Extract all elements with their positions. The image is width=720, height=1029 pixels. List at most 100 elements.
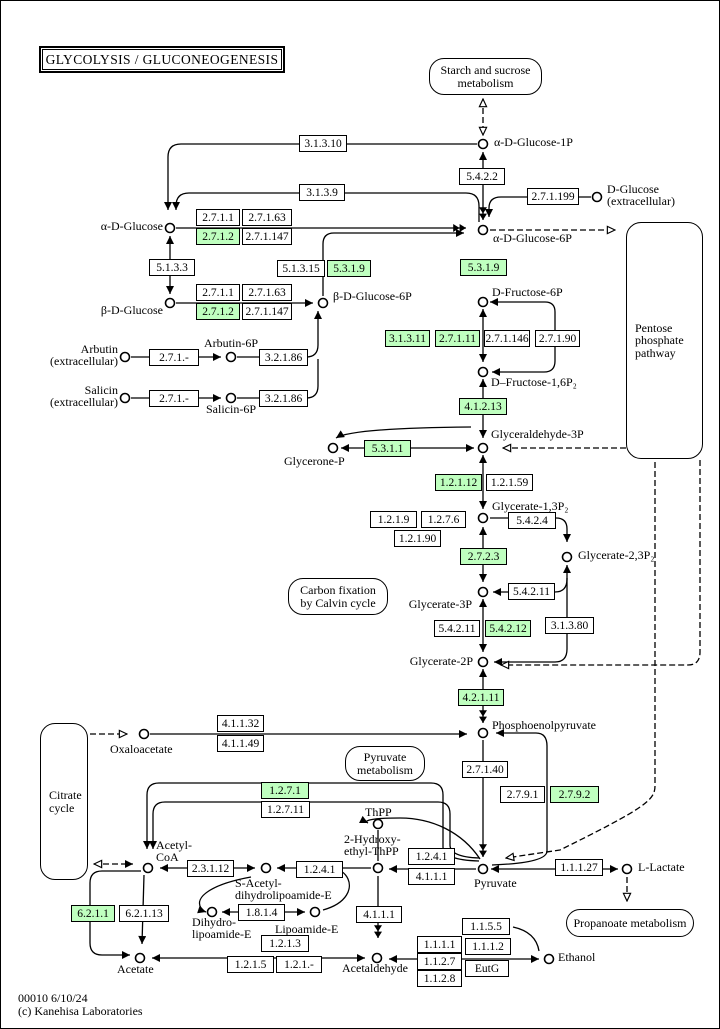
enzyme-box-5.4.2.4[interactable]: 5.4.2.4 (508, 512, 556, 529)
compound-node-beta-d-glucose-6p[interactable] (317, 297, 329, 309)
enzyme-box-5.1.3.15[interactable]: 5.1.3.15 (277, 260, 325, 277)
enzyme-box-2.7.1.1[interactable]: 2.7.1.1 (196, 284, 240, 301)
compound-node-s-acetyl-dihydrolipoamide-e[interactable] (260, 862, 272, 874)
enzyme-box-2.7.1.1[interactable]: 2.7.1.1 (196, 209, 240, 226)
compound-node-glycerone-p[interactable] (327, 442, 339, 454)
enzyme-box-1.2.1.9[interactable]: 1.2.1.9 (370, 511, 417, 528)
compound-node-glycerate-2p[interactable] (477, 656, 489, 668)
enzyme-box-1.2.1.-[interactable]: 1.2.1.- (276, 956, 322, 973)
enzyme-box-2.7.1.199[interactable]: 2.7.1.199 (527, 188, 579, 205)
compound-node-pyruvate[interactable] (477, 863, 489, 875)
enzyme-box-1.2.7.1[interactable]: 1.2.7.1 (261, 782, 309, 799)
compound-node-dihydro-lipoamide-e[interactable] (206, 906, 218, 918)
compound-node-glycerate-2-3p2[interactable] (561, 551, 573, 563)
pathway-link-pentose-phosphate-pathway[interactable]: Pentose phosphate pathway (626, 222, 703, 459)
enzyme-box-5.4.2.11[interactable]: 5.4.2.11 (434, 620, 480, 637)
enzyme-box-2.7.1.-[interactable]: 2.7.1.- (149, 349, 199, 366)
enzyme-box-1.1.2.7[interactable]: 1.1.2.7 (417, 953, 462, 970)
enzyme-box-1.2.4.1[interactable]: 1.2.4.1 (408, 848, 455, 865)
enzyme-box-1.1.1.27[interactable]: 1.1.1.27 (555, 859, 603, 876)
pathway-link-propanoate-metabolism[interactable]: Propanoate metabolism (566, 909, 694, 937)
enzyme-box-3.2.1.86[interactable]: 3.2.1.86 (259, 390, 308, 407)
enzyme-box-3.1.3.80[interactable]: 3.1.3.80 (545, 617, 594, 634)
enzyme-box-2.7.1.147[interactable]: 2.7.1.147 (242, 303, 292, 320)
enzyme-box-2.7.1.63[interactable]: 2.7.1.63 (242, 209, 292, 226)
compound-node-acetyl-coa[interactable] (142, 862, 154, 874)
enzyme-box-6.2.1.1[interactable]: 6.2.1.1 (71, 905, 115, 922)
pathway-link-citrate-cycle[interactable]: Citrate cycle (40, 723, 88, 880)
compound-node-d-glucose-extracellular[interactable] (591, 191, 603, 203)
enzyme-box-5.3.1.9[interactable]: 5.3.1.9 (460, 259, 507, 276)
enzyme-box-1.1.1.1[interactable]: 1.1.1.1 (417, 936, 462, 953)
enzyme-box-2.7.2.3[interactable]: 2.7.2.3 (460, 548, 507, 565)
enzyme-box-2.7.1.146[interactable]: 2.7.1.146 (484, 330, 530, 347)
enzyme-box-2.3.1.12[interactable]: 2.3.1.12 (187, 860, 234, 877)
compound-node-salicin-6p[interactable] (225, 392, 237, 404)
enzyme-box-2.7.1.63[interactable]: 2.7.1.63 (242, 284, 292, 301)
enzyme-box-4.1.1.1[interactable]: 4.1.1.1 (356, 906, 402, 923)
enzyme-box-5.4.2.2[interactable]: 5.4.2.2 (459, 168, 505, 185)
enzyme-box-1.1.5.5[interactable]: 1.1.5.5 (462, 918, 510, 935)
enzyme-box-2.7.1.90[interactable]: 2.7.1.90 (535, 330, 580, 347)
enzyme-box-1.2.1.12[interactable]: 1.2.1.12 (435, 474, 482, 491)
pathway-link-starch-sucrose-metabolism[interactable]: Starch and sucrose metabolism (429, 58, 542, 95)
enzyme-box-6.2.1.13[interactable]: 6.2.1.13 (119, 905, 169, 922)
enzyme-box-3.1.3.9[interactable]: 3.1.3.9 (299, 184, 345, 201)
enzyme-box-1.2.1.3[interactable]: 1.2.1.3 (261, 935, 309, 952)
enzyme-box-2.7.1.2[interactable]: 2.7.1.2 (196, 303, 240, 320)
enzyme-box-2.7.9.2[interactable]: 2.7.9.2 (550, 786, 599, 803)
compound-node-glyceraldehyde-3p[interactable] (477, 442, 489, 454)
compound-node-arbutin-6p[interactable] (225, 351, 237, 363)
compound-node-glycerate-1-3p2[interactable] (477, 512, 489, 524)
enzyme-box-1.8.1.4[interactable]: 1.8.1.4 (238, 904, 285, 921)
compound-node-l-lactate[interactable] (621, 863, 633, 875)
enzyme-box-EutG[interactable]: EutG (465, 960, 509, 977)
compound-node-salicin-extracellular[interactable] (119, 392, 131, 404)
compound-node-arbutin-extracellular[interactable] (119, 351, 131, 363)
enzyme-box-2.7.1.11[interactable]: 2.7.1.11 (435, 330, 480, 347)
enzyme-box-1.2.4.1[interactable]: 1.2.4.1 (296, 861, 343, 878)
enzyme-box-1.2.7.11[interactable]: 1.2.7.11 (261, 801, 310, 818)
enzyme-box-4.1.1.49[interactable]: 4.1.1.49 (217, 735, 264, 752)
enzyme-box-5.1.3.3[interactable]: 5.1.3.3 (149, 259, 195, 276)
compound-node-d-fructose-6p[interactable] (477, 296, 489, 308)
compound-node-acetaldehyde[interactable] (371, 952, 383, 964)
enzyme-box-3.1.3.11[interactable]: 3.1.3.11 (385, 330, 430, 347)
enzyme-box-2.7.9.1[interactable]: 2.7.9.1 (500, 786, 545, 803)
enzyme-box-5.3.1.1[interactable]: 5.3.1.1 (364, 440, 411, 457)
pathway-link-carbon-fixation-calvin-cycle[interactable]: Carbon fixation by Calvin cycle (288, 578, 388, 615)
enzyme-box-1.2.1.5[interactable]: 1.2.1.5 (227, 956, 274, 973)
enzyme-box-4.1.2.13[interactable]: 4.1.2.13 (459, 398, 507, 415)
enzyme-box-3.1.3.10[interactable]: 3.1.3.10 (299, 135, 347, 152)
enzyme-box-5.4.2.12[interactable]: 5.4.2.12 (485, 620, 531, 637)
compound-node-2-hydroxy-ethyl-thpp[interactable] (372, 862, 384, 874)
enzyme-box-1.2.1.90[interactable]: 1.2.1.90 (394, 530, 441, 547)
enzyme-box-2.7.1.-[interactable]: 2.7.1.- (149, 390, 199, 407)
enzyme-box-1.2.7.6[interactable]: 1.2.7.6 (421, 511, 466, 528)
compound-node-glycerate-3p[interactable] (477, 586, 489, 598)
enzyme-box-5.3.1.9[interactable]: 5.3.1.9 (327, 260, 371, 277)
compound-node-lipoamide-e[interactable] (309, 906, 321, 918)
enzyme-box-2.7.1.40[interactable]: 2.7.1.40 (462, 761, 508, 778)
enzyme-box-1.1.2.8[interactable]: 1.1.2.8 (417, 970, 462, 987)
compound-node-d-fructose-1-6p2[interactable] (477, 366, 489, 378)
compound-node-alpha-d-glucose-6p[interactable] (477, 224, 489, 236)
enzyme-box-1.1.1.2[interactable]: 1.1.1.2 (465, 938, 511, 955)
enzyme-box-2.7.1.147[interactable]: 2.7.1.147 (242, 228, 292, 245)
enzyme-box-4.2.1.11[interactable]: 4.2.1.11 (458, 689, 504, 706)
compound-node-oxaloacetate[interactable] (138, 728, 150, 740)
enzyme-box-5.4.2.11[interactable]: 5.4.2.11 (508, 583, 555, 600)
enzyme-box-1.2.1.59[interactable]: 1.2.1.59 (486, 474, 533, 491)
compound-node-ethanol[interactable] (543, 953, 555, 965)
pathway-link-pyruvate-metabolism[interactable]: Pyruvate metabolism (345, 746, 425, 781)
compound-node-thpp[interactable] (372, 818, 384, 830)
enzyme-box-3.2.1.86[interactable]: 3.2.1.86 (259, 349, 308, 366)
compound-node-beta-d-glucose[interactable] (164, 297, 176, 309)
compound-node-phosphoenolpyruvate[interactable] (477, 727, 489, 739)
enzyme-box-4.1.1.32[interactable]: 4.1.1.32 (217, 715, 264, 732)
compound-node-alpha-d-glucose[interactable] (164, 222, 176, 234)
enzyme-box-4.1.1.1[interactable]: 4.1.1.1 (408, 868, 455, 885)
compound-node-acetate[interactable] (134, 952, 146, 964)
compound-node-alpha-d-glucose-1p[interactable] (477, 138, 489, 150)
enzyme-box-2.7.1.2[interactable]: 2.7.1.2 (196, 228, 240, 245)
